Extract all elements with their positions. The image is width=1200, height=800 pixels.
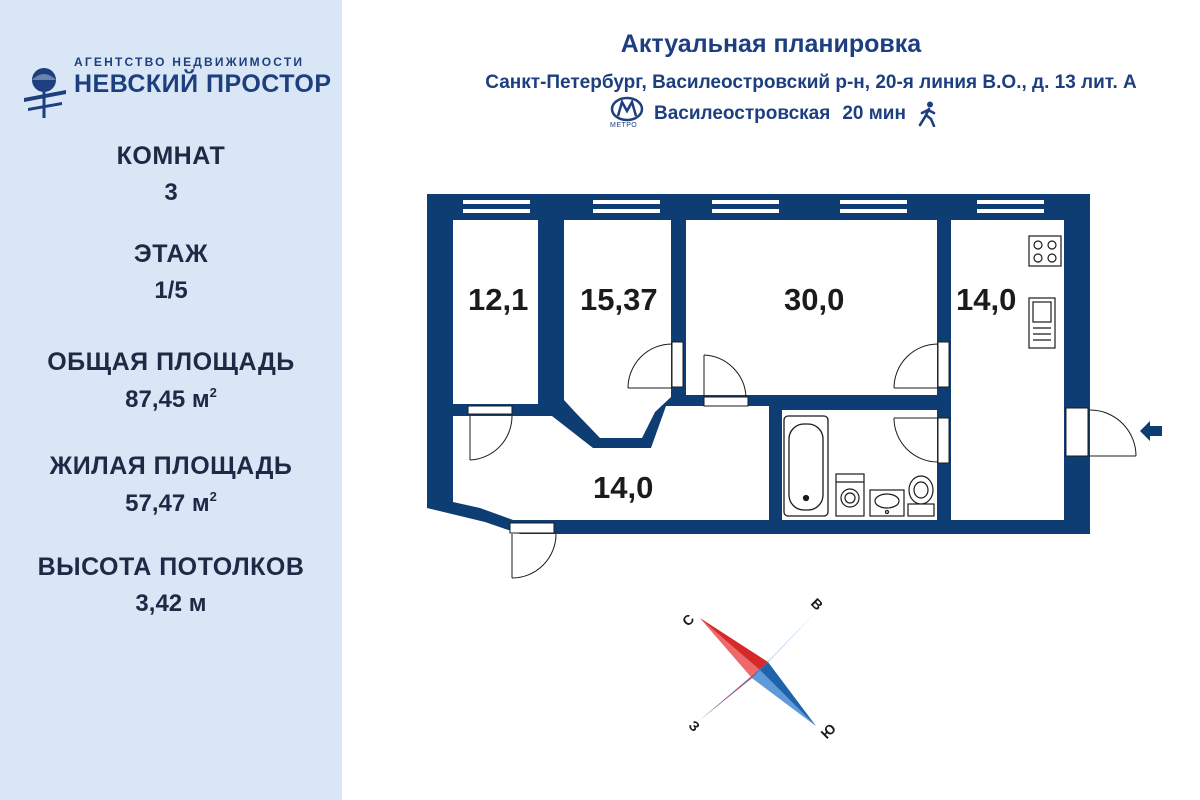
plan-address: Санкт-Петербург, Василеостровский р-н, 2… xyxy=(485,72,1137,93)
walking-person-icon xyxy=(918,101,936,127)
stove-icon xyxy=(1028,235,1062,267)
metro-station: Василеостровская xyxy=(654,103,831,124)
room-label-12: 12,1 xyxy=(468,282,529,317)
stat-living-area: ЖИЛАЯ ПЛОЩАДЬ 57,47 м2 xyxy=(0,452,342,518)
door-bathroom xyxy=(893,417,950,464)
stat-value: 87,45 м2 xyxy=(125,385,217,413)
metro-time: 20 мин xyxy=(842,103,906,124)
stat-label: ОБЩАЯ ПЛОЩАДЬ xyxy=(47,348,295,376)
room-30-0 xyxy=(686,220,937,395)
agency-logo-icon xyxy=(24,68,66,118)
stat-value: 3,42 м xyxy=(135,590,207,617)
stat-rooms: КОМНАТ 3 xyxy=(0,142,342,207)
stat-value: 1/5 xyxy=(154,277,188,304)
stat-value: 3 xyxy=(164,179,178,206)
stat-label: ЖИЛАЯ ПЛОЩАДЬ xyxy=(49,452,293,480)
room-15-37 xyxy=(564,220,671,438)
metro-caption: МЕТРО xyxy=(610,122,638,129)
stat-label: ЭТАЖ xyxy=(133,240,209,268)
door-kitchen xyxy=(893,341,950,389)
room-12-1 xyxy=(453,220,538,404)
door-room-15 xyxy=(627,341,684,389)
metro-icon xyxy=(610,96,644,122)
stat-label: ВЫСОТА ПОТОЛКОВ xyxy=(37,553,305,581)
hallway xyxy=(453,406,769,520)
agency-name: НЕВСКИЙ ПРОСТОР xyxy=(74,70,332,98)
kitchen-sink-icon xyxy=(1028,297,1056,349)
info-sidebar: АГЕНТСТВО НЕДВИЖИМОСТИ НЕВСКИЙ ПРОСТОР К… xyxy=(0,0,342,800)
window xyxy=(593,200,660,213)
window xyxy=(463,200,530,213)
toilet-icon xyxy=(907,475,935,517)
stat-value: 57,47 м2 xyxy=(125,489,217,517)
doors xyxy=(467,341,1137,579)
agency-logo: АГЕНТСТВО НЕДВИЖИМОСТИ НЕВСКИЙ ПРОСТОР xyxy=(22,52,332,124)
windows xyxy=(463,200,1044,213)
door-room-30 xyxy=(703,354,749,407)
entrance-arrow-icon xyxy=(1140,421,1162,441)
room-label-hall: 14,0 xyxy=(593,470,654,505)
stat-label: КОМНАТ xyxy=(116,142,226,170)
window xyxy=(977,200,1044,213)
metro-logo: МЕТРО xyxy=(610,96,646,132)
plan-title: Актуальная планировка xyxy=(620,30,922,58)
stat-floor: ЭТАЖ 1/5 xyxy=(0,240,342,305)
washbasin-icon xyxy=(869,489,905,517)
room-label-kitchen: 14,0 xyxy=(956,282,1017,317)
room-label-15: 15,37 xyxy=(580,282,658,317)
stat-total-area: ОБЩАЯ ПЛОЩАДЬ 87,45 м2 xyxy=(0,348,342,414)
metro-info: МЕТРО Василеостровская 20 мин xyxy=(610,96,940,132)
door-entrance xyxy=(1065,407,1137,457)
washing-machine-icon xyxy=(835,473,865,517)
door-balcony xyxy=(509,522,557,579)
window xyxy=(712,200,779,213)
window xyxy=(840,200,907,213)
stat-ceiling-height: ВЫСОТА ПОТОЛКОВ 3,42 м xyxy=(0,553,342,618)
room-label-30: 30,0 xyxy=(784,282,845,317)
compass-rose-icon xyxy=(700,612,816,726)
door-room-12 xyxy=(467,405,513,461)
bathtub-icon xyxy=(783,415,829,517)
agency-tagline: АГЕНТСТВО НЕДВИЖИМОСТИ xyxy=(74,55,305,69)
kitchen xyxy=(951,220,1064,520)
